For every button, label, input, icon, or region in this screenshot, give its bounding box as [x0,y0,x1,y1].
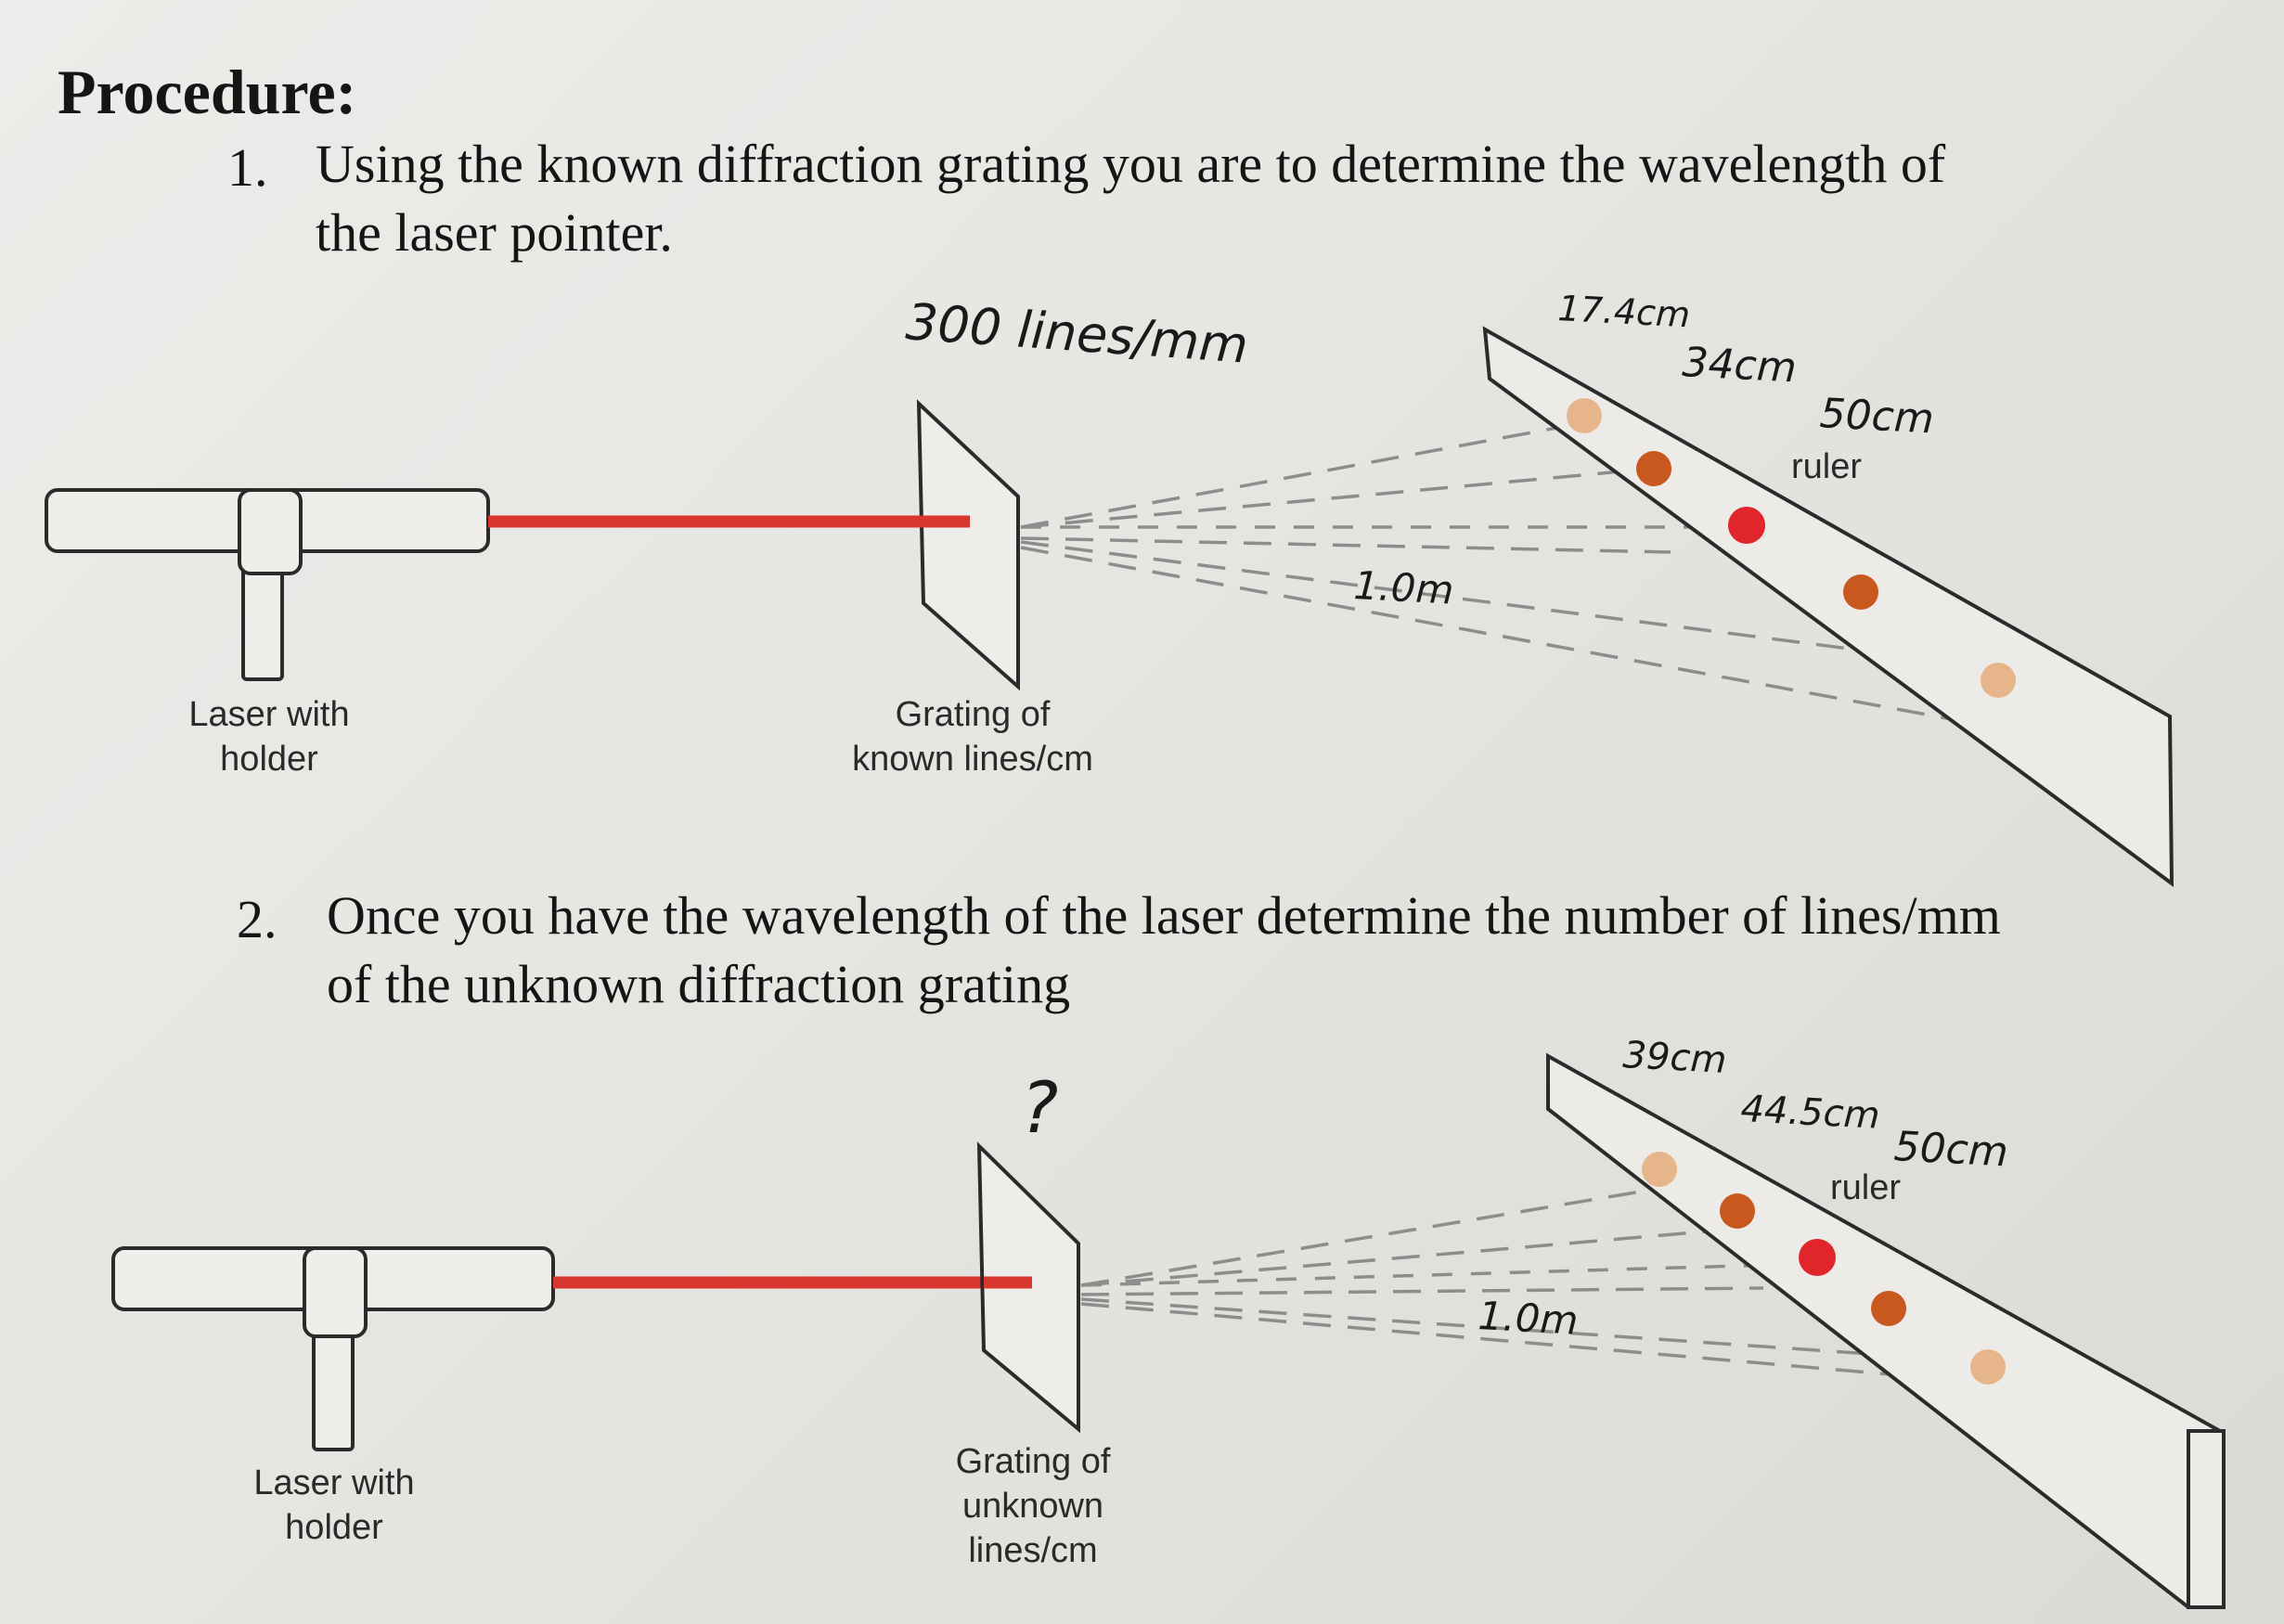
laser-stand-1 [241,566,284,681]
diagram-1: 300 lines/mm 1.0m 17.4cm 34cm 50cm ruler… [45,288,2174,888]
grating-label-2-line-2: unknown [962,1487,1103,1526]
grating-annotation-2: ? [1021,1066,1058,1149]
step-1-text-line-1: Using the known diffraction grating you … [316,134,1946,194]
ray-second-order-lower-2 [1080,1302,1987,1385]
laser-with-holder-1 [45,488,490,681]
ruler-label-2: ruler [1830,1168,1901,1207]
laser-label-2-line-2: holder [285,1508,383,1547]
ray-first-order-upper-2 [1080,1228,1729,1287]
laser-stand-2 [312,1325,355,1451]
laser-clamp-1 [238,488,303,575]
step-2-text-line-2: of the unknown diffraction grating [327,954,1070,1014]
spot-second-order-upper-2 [1642,1152,1677,1187]
grating-label-2-line-1: Grating of [956,1442,1111,1481]
spot-second-order-upper-1 [1567,398,1602,433]
step-2-text-line-1: Once you have the wavelength of the lase… [327,885,2001,946]
grating-label-1-line-2: known lines/cm [852,740,1093,779]
ruler-mark-1-1: 17.4cm [1557,288,1692,335]
ray-near-center-1 [1020,536,1671,554]
distance-label-1: 1.0m [1352,562,1454,613]
ruler-mark-2-2: 44.5cm [1739,1088,1880,1138]
laser-clamp-2 [303,1246,368,1338]
step-2-number: 2. [237,889,277,949]
spot-center-2 [1799,1239,1836,1276]
ray-first-order-upper-1 [1020,467,1653,529]
grating-label-2-line-3: lines/cm [968,1531,1097,1570]
ray-second-order-upper-1 [1020,420,1588,529]
ray-first-order-lower-1 [1020,540,1857,651]
spot-first-order-upper-1 [1636,451,1671,486]
step-1-number: 1. [227,137,268,198]
ray-second-order-lower-1 [1020,546,1978,726]
diffraction-rays-1 [1020,420,1978,726]
laser-label-1-line-1: Laser with [188,695,349,734]
ruler-label-1: ruler [1791,447,1862,486]
ruler-2 [1546,1052,2222,1609]
ruler-mark-1-3: 50cm [1818,390,1935,443]
ruler-mark-1-2: 34cm [1681,339,1798,392]
diffraction-rays-2 [1080,1188,1987,1385]
ruler-mark-2-3: 50cm [1892,1123,2009,1176]
ray-near-center-2 [1080,1286,1764,1296]
ray-first-order-lower-2 [1080,1297,1885,1357]
laser-label-1-line-2: holder [220,740,318,779]
grating-annotation-1: 300 lines/mm [904,292,1250,375]
laser-with-holder-2 [111,1246,555,1451]
spot-first-order-upper-2 [1720,1193,1755,1229]
spot-first-order-lower-2 [1871,1291,1906,1326]
grating-known-1 [916,399,1020,691]
spot-first-order-lower-1 [1843,574,1878,610]
grating-label-1-line-1: Grating of [896,695,1051,734]
spot-second-order-lower-2 [1970,1349,2006,1385]
laser-label-2-line-1: Laser with [253,1463,414,1502]
spot-second-order-lower-1 [1981,663,2016,698]
ruler-end-2 [2187,1429,2226,1609]
ruler-mark-2-1: 39cm [1621,1034,1727,1082]
procedure-heading: Procedure: [58,57,356,127]
spot-center-1 [1728,507,1765,544]
ray-second-order-upper-2 [1080,1188,1653,1287]
distance-label-2: 1.0m [1477,1293,1579,1344]
diagram-2: ? 1.0m 39cm 44.5cm 50cm ruler Laser with… [111,1034,2226,1609]
step-1-text-line-2: the laser pointer. [316,202,673,263]
ray-center-2 [1080,1262,1806,1287]
